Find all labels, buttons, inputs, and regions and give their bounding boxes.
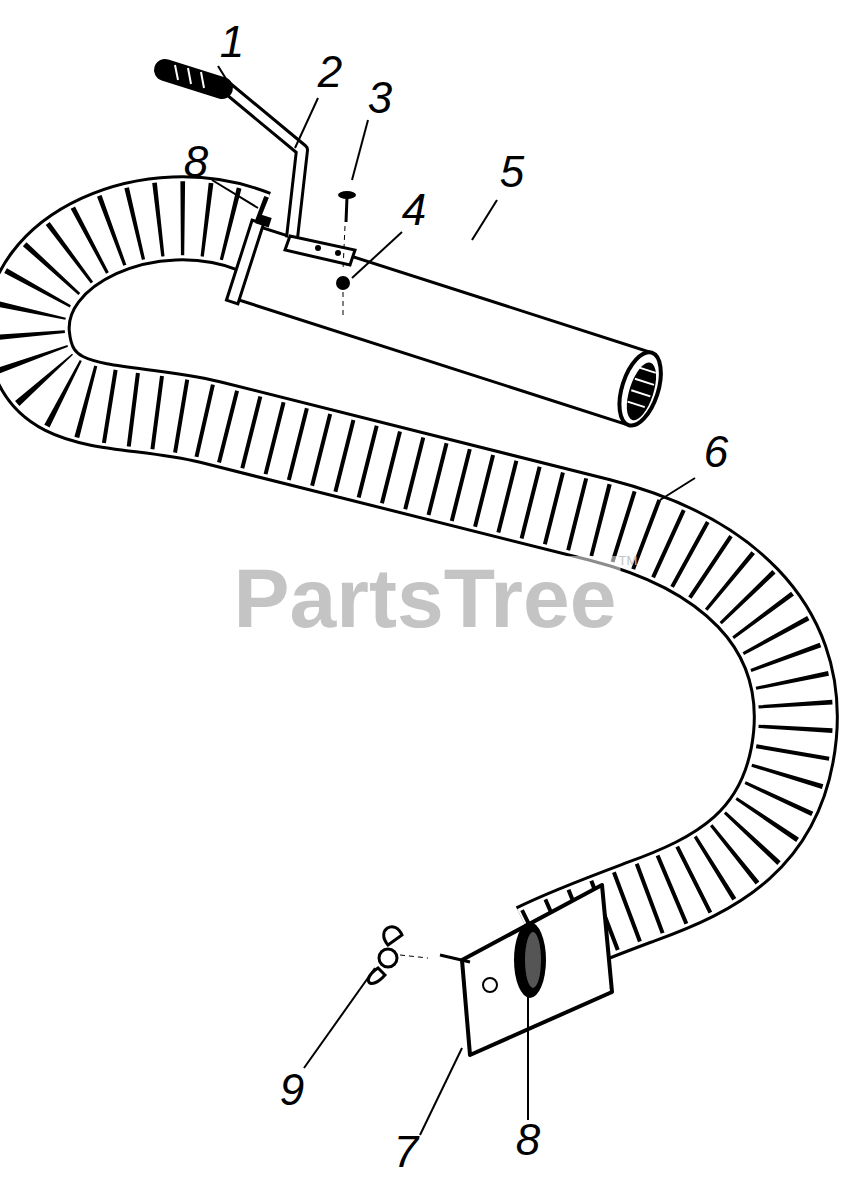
leader-lines [212, 66, 695, 1135]
callout-number: 6 [704, 430, 728, 474]
callout-number: 7 [394, 1130, 418, 1174]
callout-number: 8 [184, 140, 208, 184]
callout-number: 9 [280, 1068, 304, 1112]
nut [336, 276, 350, 318]
mounting-plate [440, 885, 612, 1055]
callout-number: 3 [368, 76, 392, 120]
handle [165, 65, 355, 265]
callout-number: 1 [220, 20, 244, 64]
wing-nut [368, 927, 428, 984]
watermark: PartsTree [230, 556, 621, 640]
callout-number: 5 [500, 150, 524, 194]
watermark-mark: TM [619, 554, 638, 567]
callout-number: 2 [318, 50, 342, 94]
screw [338, 191, 356, 270]
nozzle-tube [226, 213, 672, 435]
callout-number: 4 [402, 188, 426, 232]
callout-number: 8 [516, 1118, 540, 1162]
flexible-hose [28, 218, 796, 945]
